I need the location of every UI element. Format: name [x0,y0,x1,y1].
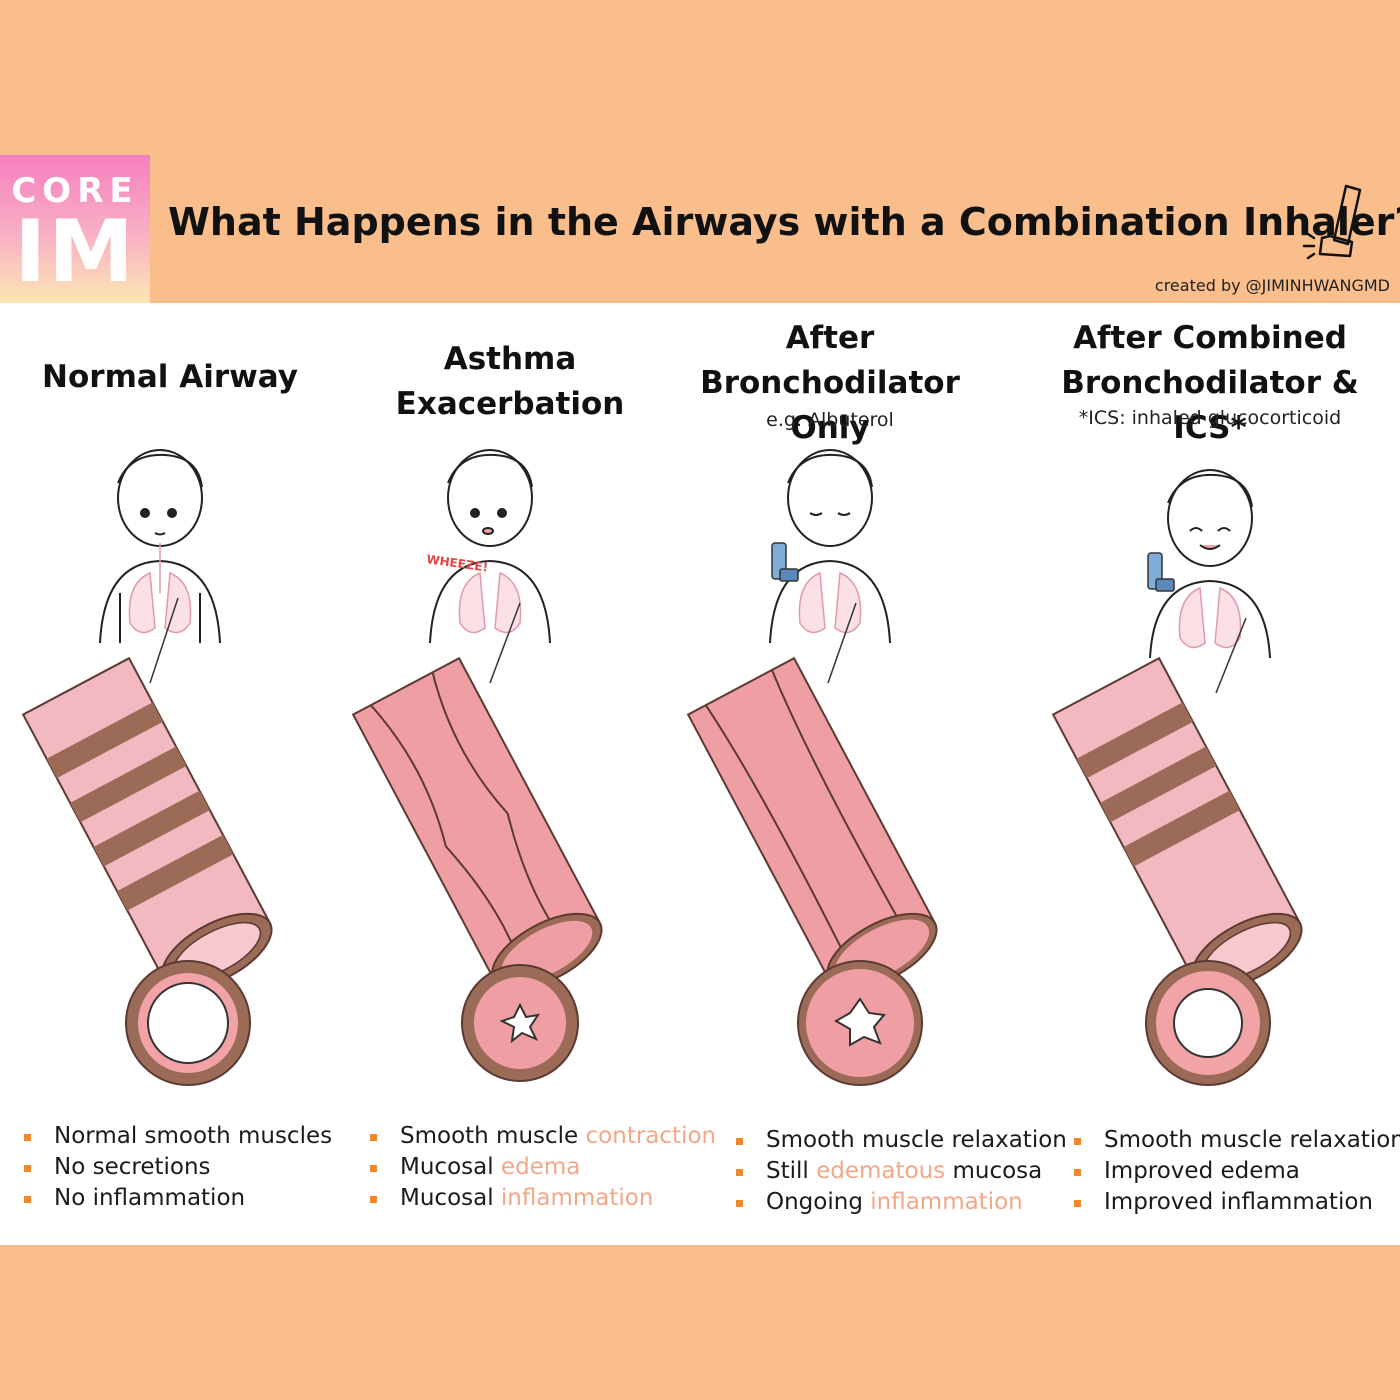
column-normal-airway: Normal Airway [0,303,340,1245]
heading-line: Bronchodilator Only [700,365,960,446]
bullet-list: Smooth muscle relaxation Still edematous… [736,1125,1067,1218]
heading-line: After [785,320,875,356]
bullet-list: Normal smooth muscles No secretions No i… [24,1121,332,1214]
column-asthma-exacerbation: Asthma Exacerbation WHEEZE! [340,303,716,1245]
airway-cross-section [461,964,579,1082]
bullet-item: Improved edema [1074,1156,1400,1187]
normal-airway-illustration [21,449,273,1086]
bullet-marker [736,1138,743,1145]
content-panel: Normal Airway [0,303,1400,1245]
lungs [128,543,192,634]
lungs [1178,586,1242,649]
bullet-marker [370,1134,377,1141]
airway-cross-section [797,960,923,1086]
credit-text: created by @JIMINHWANGMD [1154,276,1390,295]
bronchodilator-airway-illustration [686,449,938,1086]
airway-tube [1051,656,1303,990]
bullet-list: Smooth muscle relaxation Improved edema … [1074,1125,1400,1218]
bullet-text: No secretions [54,1154,211,1180]
column-heading: After Bronchodilator Only [660,316,1000,451]
heading-line: Normal Airway [42,359,298,395]
lungs [798,571,862,634]
bullet-highlight: edematous [816,1158,946,1184]
bullet-text: Mucosal [400,1185,501,1211]
bullet-text: Improved edema [1104,1158,1300,1184]
bullet-marker [24,1196,31,1203]
heading-line: Bronchodilator & ICS* [1061,365,1359,446]
person-figure [99,449,221,644]
bullet-item: Smooth muscle contraction [370,1121,716,1152]
bullet-item: Mucosal edema [370,1152,716,1183]
bullet-item: No inflammation [24,1183,332,1214]
bullet-marker [370,1196,377,1203]
bullet-text-tail: mucosa [945,1158,1043,1184]
bullet-marker [1074,1169,1081,1176]
logo-core-text: CORE [11,171,139,211]
bullet-marker [24,1165,31,1172]
bullet-text: Normal smooth muscles [54,1123,333,1149]
inhaler-device-icon [771,542,799,582]
bullet-item: Normal smooth muscles [24,1121,332,1152]
bullet-item: No secretions [24,1152,332,1183]
heading-line: Asthma [443,341,577,377]
lungs [458,571,522,634]
bullet-text: Smooth muscle relaxation [766,1127,1067,1153]
bullet-marker [1074,1200,1081,1207]
airway-tube [21,656,273,990]
bullet-marker [370,1165,377,1172]
person-figure [1149,469,1271,659]
heading-line: After Combined [1073,320,1347,356]
column-subtitle: *ICS: inhaled glucocorticoid [1078,407,1342,429]
inhaler-icon [1302,184,1362,260]
bullet-item: Mucosal inflammation [370,1183,716,1214]
person-figure [429,449,551,644]
bullet-item: Still edematous mucosa [736,1156,1067,1187]
bullet-marker [736,1200,743,1207]
column-bronchodilator-only: After Bronchodilator Only e.g. Albuterol [660,303,1067,1245]
combined-airway-illustration [1051,469,1303,1086]
column-subtitle: e.g. Albuterol [766,409,894,431]
column-heading: After Combined Bronchodilator & ICS* [1020,316,1400,451]
column-heading: Asthma Exacerbation [340,337,680,427]
bullet-marker [24,1134,31,1141]
bullet-text: Ongoing [766,1189,871,1215]
bullet-item: Smooth muscle relaxation [736,1125,1067,1156]
airway-cross-section [125,960,251,1086]
core-im-logo: CORE IM [0,155,150,305]
bullet-highlight: contraction [585,1123,717,1149]
bullet-marker [736,1169,743,1176]
page-title: What Happens in the Airways with a Combi… [168,200,1400,244]
heading-line: Exacerbation [395,386,625,422]
bullet-text: Improved inflammation [1104,1189,1373,1215]
bullet-highlight: inflammation [870,1189,1023,1215]
airway-tube [351,656,603,990]
bullet-text: No inflammation [54,1185,246,1211]
bullet-list: Smooth muscle contraction Mucosal edema … [370,1121,716,1214]
column-heading: Normal Airway [0,355,340,400]
bullet-item: Ongoing inflammation [736,1187,1067,1218]
bullet-text: Smooth muscle relaxation [1104,1127,1400,1153]
bullet-marker [1074,1138,1081,1145]
airway-cross-section [1145,960,1271,1086]
bullet-text: Smooth muscle [400,1123,586,1149]
person-figure [769,449,891,644]
logo-im-text: IM [14,202,136,302]
bullet-text: Still [766,1158,817,1184]
bullet-highlight: inflammation [500,1185,654,1211]
bullet-highlight: edema [500,1154,581,1180]
bullet-item: Improved inflammation [1074,1187,1400,1218]
asthma-airway-illustration: WHEEZE! [351,449,603,1082]
inhaler-device-icon [1147,552,1175,592]
airway-tube [686,656,938,990]
bullet-text: Mucosal [400,1154,501,1180]
bullet-item: Smooth muscle relaxation [1074,1125,1400,1156]
column-combined-ics: After Combined Bronchodilator & ICS* *IC… [1020,303,1400,1245]
